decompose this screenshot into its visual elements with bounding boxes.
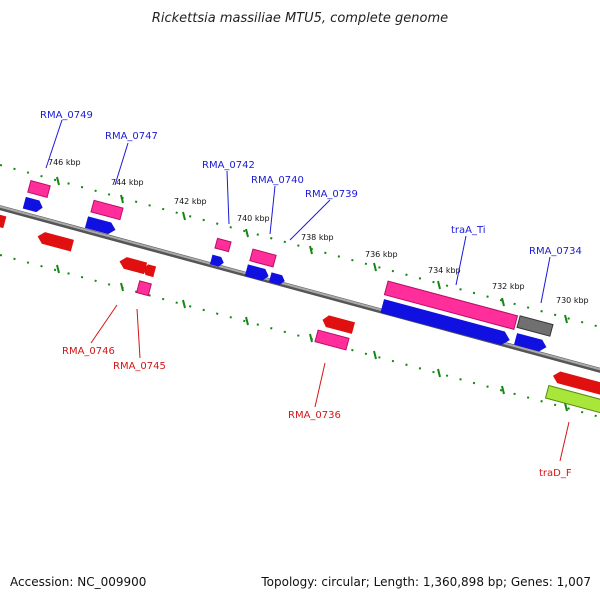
tick-label: 744 kbp — [111, 178, 144, 187]
outer-major-ticks — [56, 176, 568, 324]
cds-forward[interactable] — [513, 333, 548, 353]
tick-label: 730 kbp — [556, 296, 589, 305]
gene-label-rma-0739[interactable]: RMA_0739 — [305, 189, 358, 200]
genome-summary-text: Topology: circular; Length: 1,360,898 bp… — [260, 575, 591, 589]
gene-label-rma-0747[interactable]: RMA_0747 — [105, 131, 158, 142]
tick-label: 746 kbp — [48, 158, 81, 167]
gene-rma-0747[interactable] — [90, 199, 124, 221]
gene-rma-0749[interactable] — [27, 180, 51, 198]
gene-rma-0740[interactable] — [249, 248, 277, 268]
cds-forward[interactable] — [22, 196, 44, 214]
gene-label-rma-0734[interactable]: RMA_0734 — [529, 246, 582, 257]
tick-label: 742 kbp — [174, 197, 207, 206]
cds-forward[interactable] — [268, 272, 286, 286]
gene-rma-0736[interactable] — [314, 329, 350, 351]
bottom-callouts — [90, 304, 570, 462]
map-title: Rickettsia massiliae MTU5, complete geno… — [152, 11, 448, 26]
accession-text: Accession: NC_009900 — [10, 575, 146, 589]
gene-label-rma-0749[interactable]: RMA_0749 — [40, 110, 93, 121]
cds-forward[interactable] — [244, 264, 270, 282]
gene-label-traA-Ti[interactable]: traA_Ti — [451, 225, 486, 236]
top-callouts — [45, 119, 551, 304]
gene-label-rma-0746[interactable]: RMA_0746 — [62, 346, 115, 357]
gene-traA-Ti[interactable] — [383, 280, 519, 330]
cds-reverse[interactable] — [142, 263, 157, 278]
cds-forward[interactable] — [209, 254, 225, 268]
cds-forward[interactable] — [380, 299, 511, 347]
gene-rma-0742[interactable] — [214, 237, 232, 253]
tick-label: 740 kbp — [237, 214, 270, 223]
tick-label: 732 kbp — [492, 282, 525, 291]
gene-traD-F[interactable] — [544, 384, 600, 416]
gene-rma-0734[interactable] — [516, 315, 554, 337]
cds-reverse[interactable] — [0, 212, 7, 229]
inner-tick-track — [0, 254, 600, 418]
gene-label-traD-F[interactable]: traD_F — [539, 468, 572, 479]
outer-tick-track — [0, 164, 600, 328]
gene-label-rma-0745[interactable]: RMA_0745 — [113, 361, 166, 372]
gene-label-rma-0736[interactable]: RMA_0736 — [288, 410, 341, 421]
gene-rma-0745[interactable] — [136, 280, 152, 297]
gene-label-rma-0742[interactable]: RMA_0742 — [202, 160, 255, 171]
cds-reverse[interactable] — [118, 256, 148, 275]
tick-label: 738 kbp — [301, 233, 334, 242]
gene-label-rma-0740[interactable]: RMA_0740 — [251, 175, 304, 186]
cds-reverse[interactable] — [321, 314, 356, 334]
cds-reverse[interactable] — [551, 370, 600, 397]
cds-forward[interactable] — [84, 216, 117, 235]
tick-label: 734 kbp — [428, 266, 461, 275]
inner-major-ticks — [56, 264, 568, 412]
backbone — [0, 205, 600, 373]
cds-reverse[interactable] — [36, 231, 74, 252]
tick-label: 736 kbp — [365, 250, 398, 259]
